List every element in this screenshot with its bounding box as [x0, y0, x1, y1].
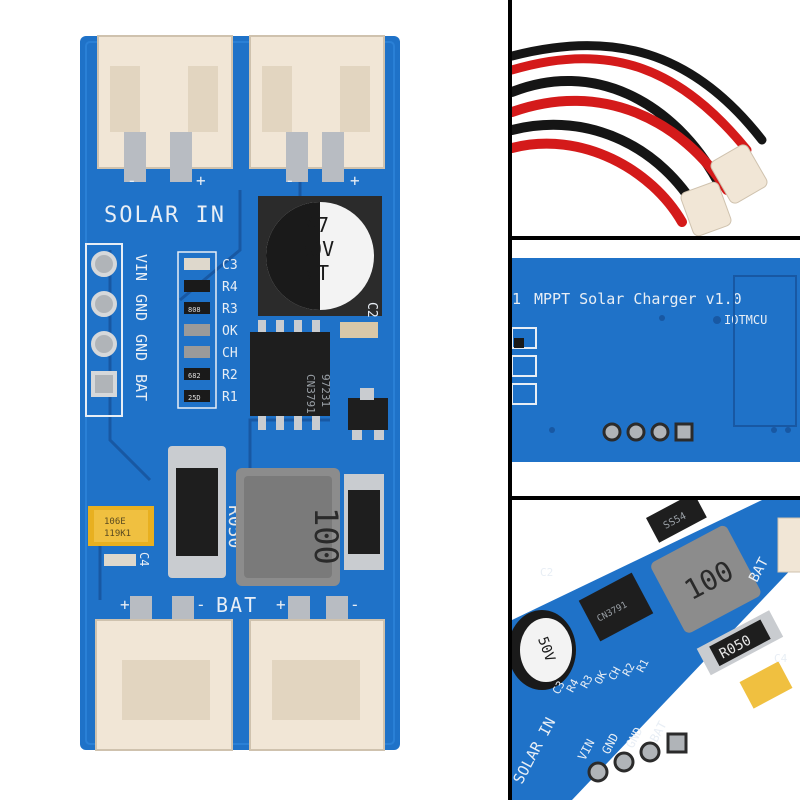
ref-r4: R4	[222, 280, 238, 295]
wire-plug-1	[710, 144, 768, 204]
tantalum-code-1: 106E	[104, 517, 126, 527]
angled-pin-pads	[587, 732, 688, 783]
r050-resistor: R050	[168, 446, 245, 578]
horizontal-divider-2	[510, 496, 800, 500]
back-brand: IOTMCU	[724, 313, 767, 327]
resistor-code-1: 808	[188, 306, 201, 314]
angled-label-r4: R4	[564, 676, 582, 694]
angled-label-r1: R1	[634, 657, 652, 675]
schottky-diode	[344, 474, 384, 570]
pin-label-gnd-1: GND	[132, 294, 150, 321]
header-pins	[85, 243, 123, 417]
angled-label-r3: R3	[578, 673, 596, 691]
angled-inductor: 100	[651, 525, 761, 633]
bat-plus-1: +	[120, 595, 130, 614]
inductor: 100	[236, 468, 345, 586]
ref-c3: C3	[222, 258, 238, 273]
resistor-code-3: 25D	[188, 394, 201, 402]
tantalum-code-2: 119K1	[104, 529, 131, 539]
angled-board-photo: 100 SS54 R050 CN3791 50V C2 C3 C4 R4 R3 …	[512, 500, 800, 800]
cap-voltage: 50V	[298, 237, 334, 261]
angled-pin-bat: BAT	[647, 719, 670, 745]
ref-ok: OK	[222, 324, 238, 339]
angled-chip: CN3791	[578, 572, 654, 642]
ref-ch: CH	[222, 346, 238, 361]
solar-in-connector-left	[97, 35, 233, 182]
horizontal-divider-1	[510, 236, 800, 240]
solar-in-label: SOLAR IN	[104, 203, 226, 228]
inductor-label: 100	[307, 507, 345, 565]
angled-diode: SS54	[646, 500, 707, 543]
angled-label-ok: OK	[592, 668, 610, 686]
ref-c2: C2	[364, 302, 379, 318]
wire-harness-photo	[512, 0, 800, 236]
bat-minus-2: -	[350, 595, 360, 614]
plus-label-1: +	[196, 171, 206, 190]
ref-r2: R2	[222, 368, 238, 383]
angled-label-c4: C4	[774, 652, 788, 665]
bat-connector-left	[95, 596, 233, 751]
resistor-code-2: 682	[188, 372, 201, 380]
pin-label-bat: BAT	[132, 374, 150, 401]
electrolytic-capacitor: 47 50V VT	[258, 196, 382, 316]
angled-label-ch: CH	[606, 665, 624, 683]
tantalum-capacitor: 106E 119K1	[88, 506, 154, 546]
cap-value: 47	[305, 213, 329, 237]
back-title-prefix: 1	[512, 290, 521, 308]
back-title: MPPT Solar Charger v1.0	[534, 290, 742, 308]
bat-label: BAT	[216, 593, 258, 617]
minus-label-2: -	[285, 171, 295, 190]
board-back-photo: 1 MPPT Solar Charger v1.0 IOTMCU	[512, 240, 800, 496]
back-pads	[602, 422, 694, 442]
ref-r3: R3	[222, 302, 238, 317]
pin-label-gnd-2: GND	[132, 334, 150, 361]
ref-r1: R1	[222, 390, 238, 405]
bat-connector-right	[249, 596, 385, 751]
ic-code: 97231	[319, 374, 332, 407]
ref-c4: C4	[137, 552, 151, 566]
cn3791-chip: 97231 CN3791	[250, 320, 332, 430]
angled-label-c3: C3	[550, 679, 568, 697]
ic-part: CN3791	[304, 374, 317, 414]
pin-label-vin: VIN	[132, 254, 150, 281]
plus-label-2: +	[350, 171, 360, 190]
angled-label-r2: R2	[620, 661, 638, 679]
angled-label-c2: C2	[540, 566, 553, 579]
wire-plug-2	[680, 181, 732, 236]
bat-plus-2: +	[276, 595, 286, 614]
main-board-photo: - + - + SOLAR IN 47 50V VT VIN GND GND B…	[80, 35, 400, 751]
bat-minus-1: -	[196, 595, 206, 614]
vertical-divider	[508, 0, 512, 800]
solar-in-connector-right	[249, 35, 385, 182]
angled-tantalum	[739, 661, 793, 709]
angled-capacitor: 50V	[512, 610, 576, 690]
cap-series: VT	[305, 261, 329, 285]
minus-label-1: -	[127, 171, 137, 190]
smd-resistor-column: 808 682 25D	[177, 251, 217, 409]
angled-connector	[777, 517, 800, 573]
mosfet	[348, 388, 388, 440]
